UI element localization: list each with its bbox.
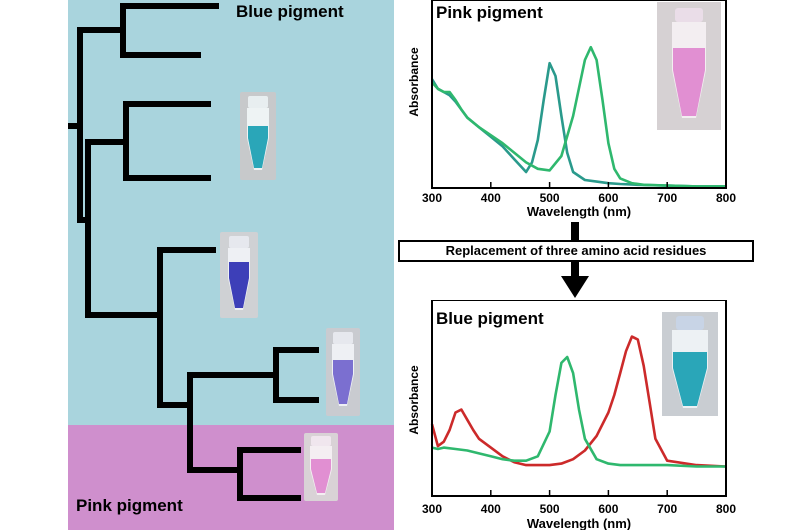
sample-tube-pink-icon	[673, 48, 705, 116]
down-arrow-icon	[561, 222, 589, 298]
x-tick-label: 800	[716, 191, 736, 205]
x-tick-label: 300	[422, 191, 442, 205]
tube-photo	[220, 232, 258, 318]
y-axis-label: Absorbance	[407, 47, 421, 117]
x-tick-label: 700	[657, 191, 677, 205]
x-tick-label: 300	[422, 502, 442, 516]
pink-pigment-region	[68, 425, 394, 530]
x-axis-ticks: 300 400 500 600 700 800	[422, 490, 736, 516]
x-tick-label: 500	[540, 502, 560, 516]
chart-series-group	[430, 45, 726, 188]
series-line-1	[430, 335, 727, 468]
tube-photo	[304, 433, 338, 501]
tube-cap	[675, 8, 703, 22]
tube-photo	[326, 328, 360, 416]
phylogenetic-tree	[68, 3, 319, 501]
sample-tube-cyan-icon	[240, 92, 276, 180]
x-axis-ticks: 300 400 500 600 700 800	[422, 182, 736, 205]
absorbance-chart-pink: Pink pigment Absorbance Wavelength (nm) …	[407, 0, 736, 219]
sample-tube-blue-icon	[220, 232, 258, 318]
x-tick-label: 800	[716, 502, 736, 516]
chart-title: Blue pigment	[436, 309, 544, 328]
sample-tube-pink-icon	[304, 433, 338, 501]
pink-pigment-tree-label: Pink pigment	[76, 496, 183, 515]
y-axis-label: Absorbance	[407, 365, 421, 435]
x-tick-label: 500	[540, 191, 560, 205]
tube-photo	[657, 2, 721, 130]
phylogeny-panel: Blue pigment Pink pigment	[68, 0, 394, 530]
x-tick-label: 700	[657, 502, 677, 516]
replacement-note: Replacement of three amino acid residues	[398, 240, 754, 262]
x-axis-label: Wavelength (nm)	[527, 516, 631, 530]
plot-frame	[431, 0, 727, 189]
x-tick-label: 600	[598, 502, 618, 516]
sample-tube-cyan-icon	[673, 352, 707, 406]
sample-tube-violet-icon	[326, 328, 360, 416]
x-tick-label: 400	[481, 502, 501, 516]
chart-title: Pink pigment	[436, 3, 543, 22]
absorbance-chart-blue: Blue pigment Absorbance Wavelength (nm) …	[407, 300, 736, 530]
x-axis-label: Wavelength (nm)	[527, 204, 631, 219]
blue-pigment-tree-label: Blue pigment	[236, 2, 344, 21]
chart-series-group	[430, 335, 727, 468]
x-tick-label: 600	[598, 191, 618, 205]
tube-photo	[662, 312, 718, 416]
tube-cap	[676, 316, 704, 330]
series-line-2	[431, 355, 726, 468]
tube-photo	[240, 92, 276, 180]
plot-frame	[431, 300, 727, 497]
series-line-2	[431, 45, 726, 188]
x-tick-label: 400	[481, 191, 501, 205]
